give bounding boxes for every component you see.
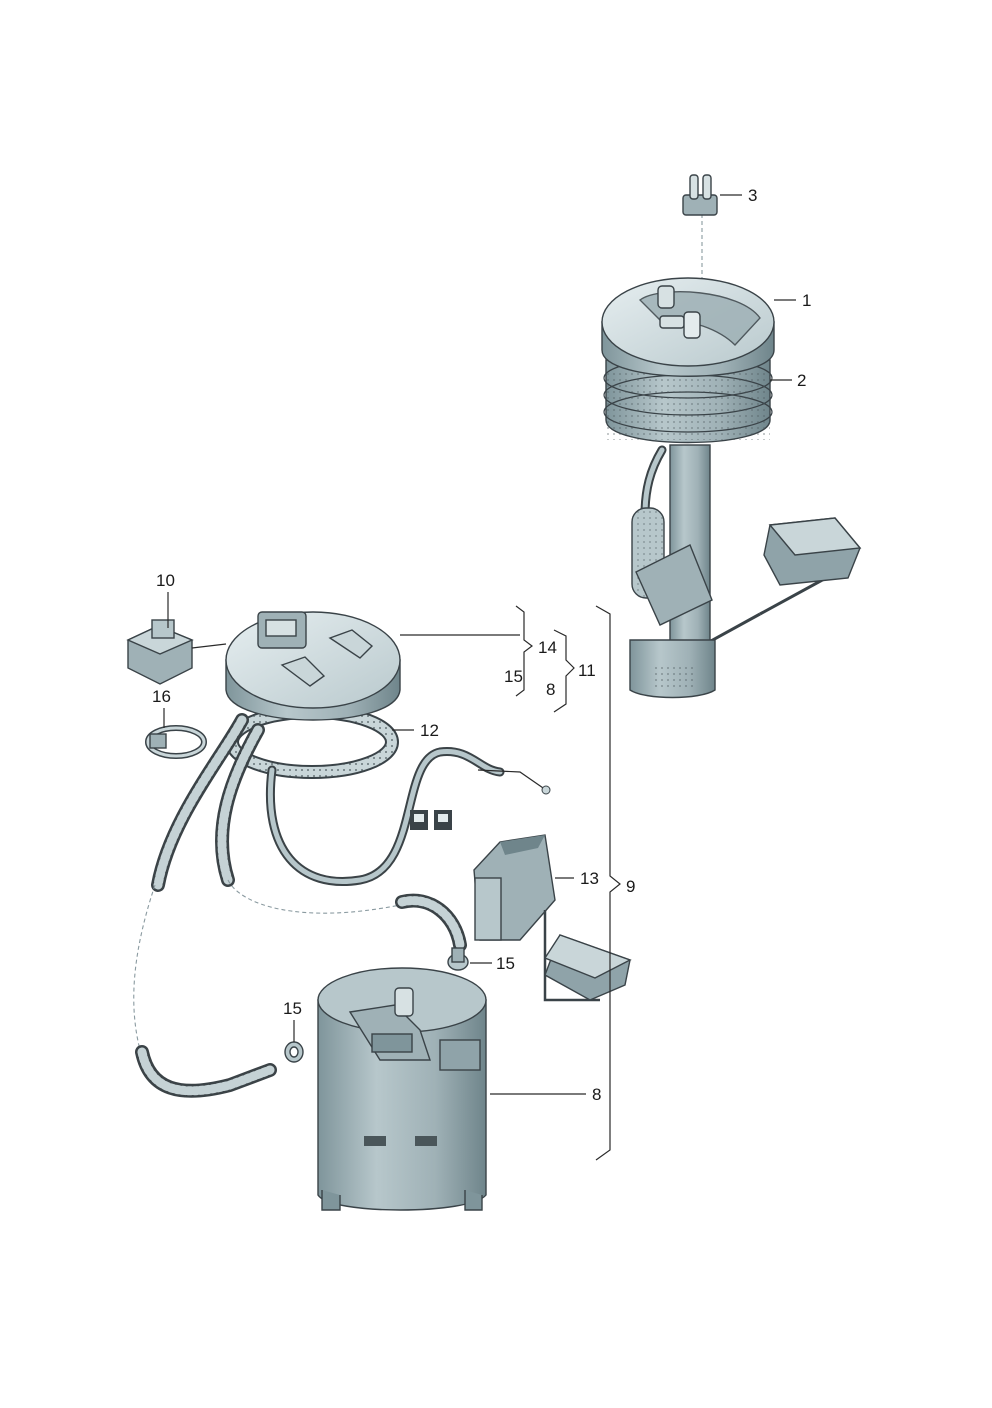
fuel-pump-part-8 — [317, 967, 487, 1211]
callout-3: 3 — [748, 186, 757, 205]
callout-8-bracket: 8 — [546, 680, 555, 699]
callout-9: 9 — [626, 877, 635, 896]
callout-10: 10 — [156, 571, 175, 590]
seal-ring-part-2 — [603, 357, 773, 444]
callout-15-left: 15 — [283, 999, 302, 1018]
seal-part-15-upper — [447, 947, 469, 971]
flange-assembly-14 — [225, 611, 401, 721]
callout-1: 1 — [802, 291, 811, 310]
clamp-part-16 — [145, 725, 207, 759]
callout-labels: 3 1 2 10 16 14 15 11 8 12 13 9 15 15 8 — [152, 186, 811, 1104]
callout-15-bracket: 15 — [504, 667, 523, 686]
callout-14: 14 — [538, 638, 557, 657]
callout-2: 2 — [797, 371, 806, 390]
flange-part-1 — [601, 277, 775, 377]
level-sender-part-13 — [473, 834, 632, 1002]
callout-16: 16 — [152, 687, 171, 706]
seal-part-15-lower — [284, 1041, 304, 1063]
grouping-brackets — [515, 605, 621, 1161]
callout-11: 11 — [578, 661, 596, 680]
leader-lines — [163, 194, 796, 1095]
connector-part-10 — [126, 619, 194, 685]
callout-15-seal: 15 — [496, 954, 515, 973]
connector-part-3 — [682, 174, 718, 320]
callout-13: 13 — [580, 869, 599, 888]
callout-8: 8 — [592, 1085, 601, 1104]
hoses-and-wiring — [133, 713, 551, 1098]
callout-12: 12 — [420, 721, 439, 740]
fuel-gauge-sender — [629, 444, 862, 699]
